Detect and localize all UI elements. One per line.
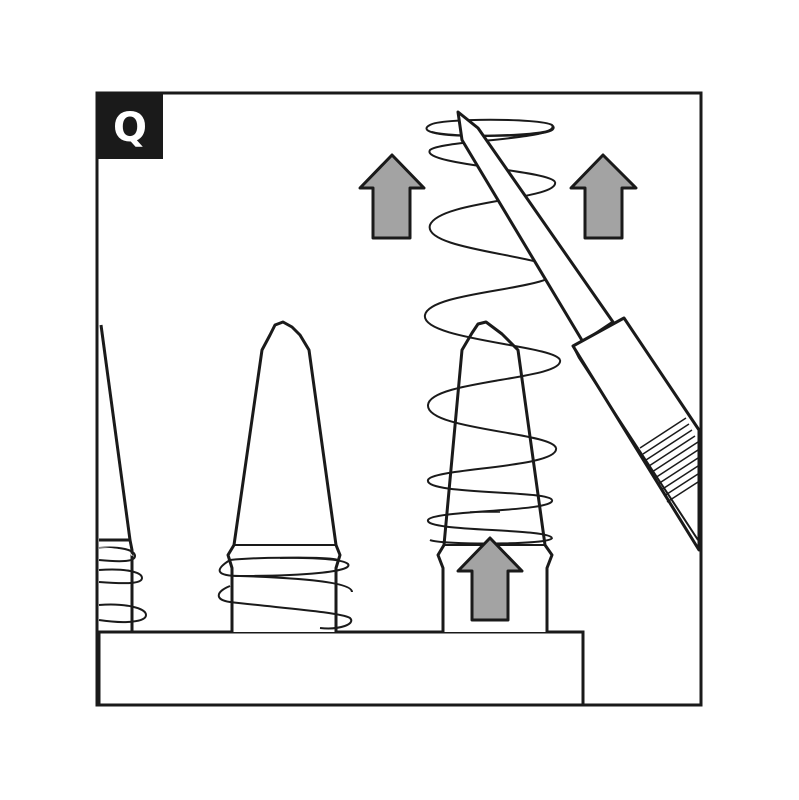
handle-grip — [639, 417, 699, 503]
spring-middle — [217, 556, 353, 630]
bit-left — [99, 324, 134, 634]
bit-right — [436, 320, 554, 632]
screwdriver — [456, 110, 701, 552]
up-arrow-icon — [358, 153, 426, 240]
step-badge-label: Q — [113, 105, 147, 151]
up-arrow-icon — [569, 153, 638, 240]
spring-left — [98, 546, 148, 624]
up-arrow-icon — [456, 536, 524, 622]
bit-middle — [226, 320, 342, 632]
spring-removed — [424, 118, 561, 545]
step-badge — [97, 93, 163, 159]
holder-base — [97, 630, 585, 707]
